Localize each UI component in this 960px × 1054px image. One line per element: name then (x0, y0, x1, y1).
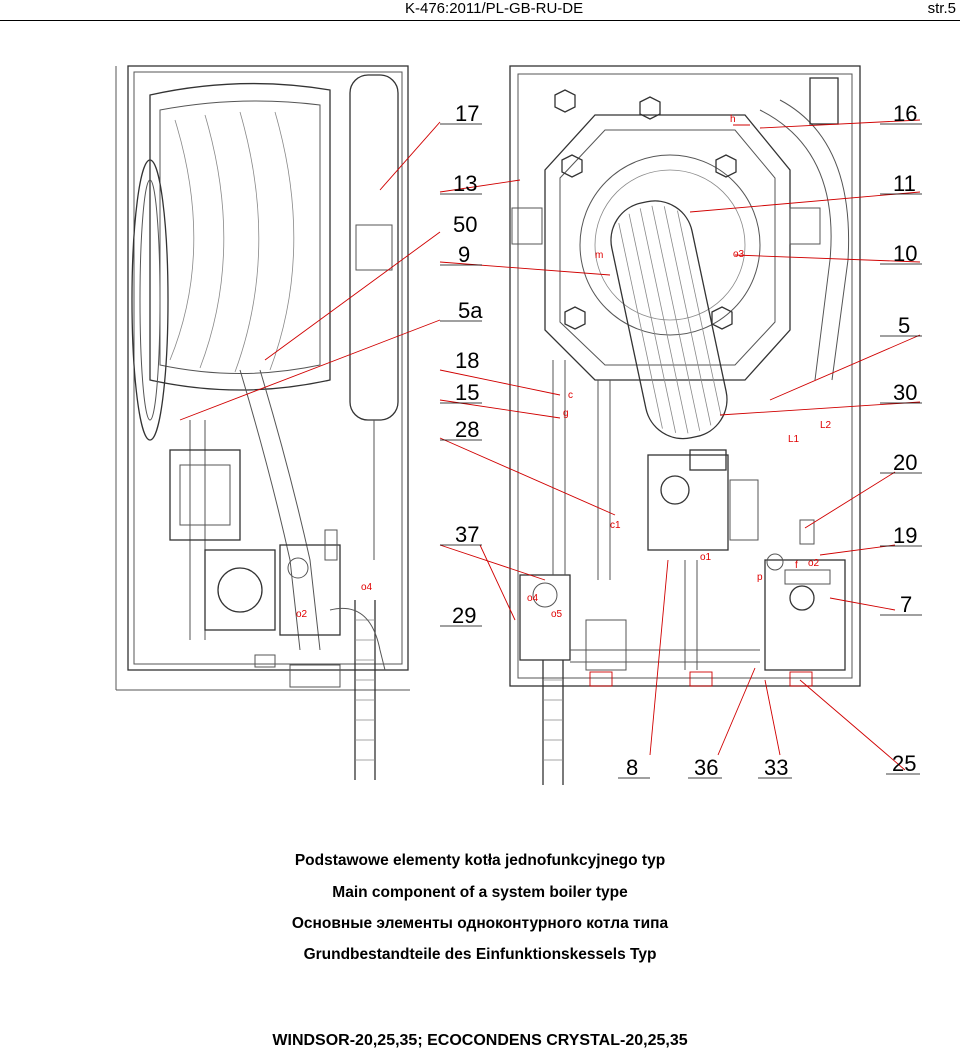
part-label-h: h (730, 114, 736, 125)
bottom-callouts: 8 36 33 25 (618, 751, 920, 780)
part-label-p: p (757, 572, 763, 583)
callout-5: 5 (898, 313, 910, 338)
part-label-m: m (595, 250, 603, 261)
part-label-c1: c1 (610, 520, 621, 531)
callout-30: 30 (893, 380, 917, 405)
callout-16: 16 (893, 101, 917, 126)
part-label-o4-right: o4 (527, 593, 539, 604)
part-label-L2: L2 (820, 420, 832, 431)
callout-18: 18 (455, 348, 479, 373)
part-label-L1: L1 (788, 434, 800, 445)
right-callouts: 16 11 10 5 30 20 19 7 (880, 101, 922, 617)
callout-25: 25 (892, 751, 916, 776)
page-number: str.5 (927, 0, 956, 17)
callout-17: 17 (455, 101, 479, 126)
callout-11: 11 (893, 171, 916, 196)
callout-15: 15 (455, 380, 479, 405)
caption-polish: Podstawowe elementy kotła jednofunkcyjne… (294, 852, 666, 869)
header-rule (0, 20, 960, 21)
caption-english: Main component of a system boiler type (332, 884, 628, 901)
part-label-g: g (563, 408, 569, 419)
part-label-o2-right: o2 (808, 558, 820, 569)
callout-28: 28 (455, 417, 479, 442)
callout-13: 13 (453, 171, 477, 196)
caption-russian: Основные элементы одноконтурного котла т… (291, 915, 669, 932)
part-label-c: c (568, 390, 573, 401)
callout-9: 9 (458, 242, 470, 267)
caption-german: Grundbestandteile des Einfunktionskessel… (303, 946, 657, 963)
callout-29: 29 (452, 603, 476, 628)
callout-19: 19 (893, 523, 917, 548)
callout-33: 33 (764, 755, 788, 780)
leader-lines (179, 119, 921, 771)
part-label-o3: o3 (733, 249, 745, 260)
callout-37: 37 (455, 522, 479, 547)
callout-7: 7 (900, 592, 912, 617)
callout-50: 50 (453, 212, 477, 237)
part-label-o2-left: o2 (296, 609, 308, 620)
part-label-o4-left: o4 (361, 582, 373, 593)
callout-8: 8 (626, 755, 638, 780)
left-callouts: 17 13 50 9 5a 18 15 28 37 29 (440, 101, 483, 628)
document-id: K-476:2011/PL-GB-RU-DE (405, 0, 584, 17)
front-view (509, 65, 861, 785)
side-view (115, 65, 410, 780)
part-labels: h m o3 c g L1 L2 c1 o1 p f o2 o4 o5 o4 o… (296, 114, 832, 620)
callout-5a: 5a (458, 298, 483, 323)
callout-10: 10 (893, 241, 917, 266)
part-label-f: f (795, 560, 798, 571)
callout-36: 36 (694, 755, 718, 780)
model-list: WINDSOR-20,25,35; ECOCONDENS CRYSTAL-20,… (272, 1032, 688, 1049)
part-label-o1: o1 (700, 552, 712, 563)
callout-20: 20 (893, 450, 917, 475)
part-label-o5: o5 (551, 609, 563, 620)
